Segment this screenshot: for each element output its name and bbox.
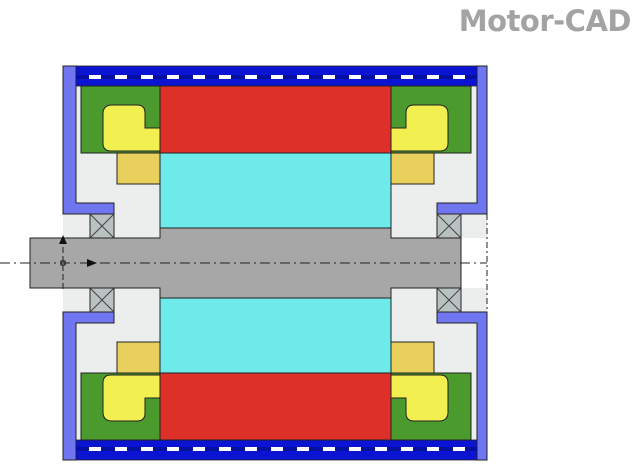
origin-marker [60, 260, 66, 266]
axial-axis-arrow-icon [87, 259, 97, 267]
motor-cad-logo: Motor-CAD [458, 4, 632, 38]
lower-half-section [61, 286, 489, 462]
radial-axis-arrow-icon [59, 235, 67, 244]
upper-half-section [61, 64, 489, 240]
